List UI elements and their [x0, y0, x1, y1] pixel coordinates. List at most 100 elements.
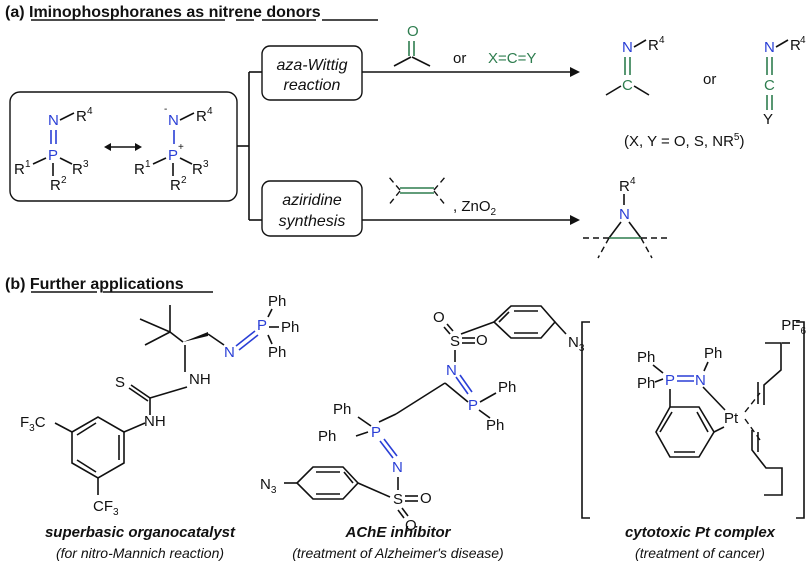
aza-wittig-box — [261, 45, 363, 101]
atom-s: S — [115, 374, 125, 391]
organocatalyst-subcaption: (for nitro-Mannich reaction) — [56, 545, 224, 561]
panel-b-header: (b) Further applications — [5, 276, 184, 293]
superscript: 4 — [87, 106, 93, 117]
aziridine-product: R 4 N — [583, 176, 667, 259]
phenyl-label: Ph — [637, 375, 655, 392]
arrow-head — [570, 215, 580, 225]
atom-nh: NH — [189, 371, 211, 388]
atom-o: O — [433, 309, 445, 326]
atom-o: O — [476, 332, 488, 349]
aza-wittig-label: aza-Wittig — [277, 57, 348, 74]
panel-a-header: (a) Iminophosphoranes as nitrene donors — [5, 4, 321, 21]
atom-r2: R — [50, 177, 61, 194]
superscript: 2 — [61, 175, 67, 186]
aziridine-box — [261, 180, 363, 237]
atom-r1: R — [14, 161, 25, 178]
atom-n: N — [619, 206, 630, 223]
iminophosphorane-structure: N R 4 P R 1 R 2 R 3 — [14, 106, 93, 194]
pt-complex-subcaption: (treatment of cancer) — [635, 545, 765, 561]
atom-p: P — [168, 147, 178, 164]
phenyl-label: Ph — [318, 428, 336, 445]
atom-o: O — [420, 490, 432, 507]
atom-n: N — [48, 112, 59, 129]
atom-n: N — [446, 362, 457, 379]
atom-n: N — [392, 459, 403, 476]
carbonyl-reagent: O — [393, 23, 431, 67]
reaction-label: reaction — [284, 77, 341, 94]
azide-bottom: N3 — [260, 476, 277, 496]
atom-c: C — [622, 77, 633, 94]
cf3-bottom: CF3 — [93, 498, 119, 518]
ache-inhibitor-structure: O S O N3 N P Ph Ph P Ph Ph — [260, 305, 585, 534]
arrow-head — [570, 67, 580, 77]
phenyl-label: Ph — [498, 379, 516, 396]
atom-p: P — [48, 147, 58, 164]
superscript: 1 — [145, 159, 151, 170]
cf3-left: F3C — [20, 414, 46, 434]
superscript: 3 — [203, 159, 209, 170]
charge-plus: + — [178, 142, 184, 153]
aziridine-label: aziridine — [282, 192, 342, 209]
atom-n: N — [168, 112, 179, 129]
atom-n: N — [622, 39, 633, 56]
ache-subcaption: (treatment of Alzheimer's disease) — [292, 545, 503, 561]
phenyl-label: Ph — [704, 345, 722, 362]
charge-minus: - — [164, 104, 167, 115]
atom-n: N — [764, 39, 775, 56]
atom-r4: R — [619, 178, 630, 195]
atom-r3: R — [192, 161, 203, 178]
atom-y: Y — [763, 111, 773, 128]
branch-bracket — [237, 71, 262, 221]
atom-r4: R — [648, 37, 659, 54]
alkene-reagent — [387, 175, 447, 207]
atom-p: P — [665, 372, 675, 389]
atom-s: S — [450, 333, 460, 350]
superscript: 2 — [181, 175, 187, 186]
phenyl-label: Ph — [268, 344, 286, 361]
or-label: or — [703, 71, 716, 88]
atom-o: O — [407, 23, 419, 40]
atom-p: P — [257, 317, 267, 334]
atom-r4: R — [196, 108, 207, 125]
atom-n: N — [695, 372, 706, 389]
superscript: 4 — [207, 106, 213, 117]
organocatalyst-structure: NH N P Ph Ph Ph S NH F3C CF3 — [20, 293, 299, 518]
substituent-note: (X, Y = O, S, NR5) — [624, 132, 744, 150]
atom-c: C — [764, 77, 775, 94]
atom-r2: R — [170, 177, 181, 194]
resonance-arrow — [104, 143, 142, 151]
counterion-pf6: PF6 — [781, 317, 806, 337]
atom-p: P — [468, 397, 478, 414]
superscript: 1 — [25, 159, 31, 170]
atom-r1: R — [134, 161, 145, 178]
pt-complex-structure: PF6 Ph Ph P N Ph Pt — [581, 317, 806, 519]
atom-s: S — [393, 491, 403, 508]
imine-product: N R 4 C — [605, 35, 665, 96]
phenyl-label: Ph — [281, 319, 299, 336]
atom-p: P — [371, 424, 381, 441]
atom-r3: R — [72, 161, 83, 178]
phenyl-label: Ph — [333, 401, 351, 418]
atom-r4: R — [76, 108, 87, 125]
atom-o: O — [405, 517, 417, 534]
synthesis-label: synthesis — [279, 213, 346, 230]
atom-pt: Pt — [724, 410, 739, 427]
superscript: 3 — [83, 159, 89, 170]
ylide-structure: - N R 4 P + R 1 R 2 R 3 — [134, 104, 213, 194]
heterocumulene-product: N R 4 C Y — [763, 35, 806, 128]
or-label: or — [453, 50, 466, 67]
phenyl-label: Ph — [486, 417, 504, 434]
ache-caption: AChE inhibitor — [345, 524, 452, 541]
heterocumulene-reagent: X=C=Y — [488, 50, 536, 67]
atom-n: N — [224, 344, 235, 361]
zno2-reagent: , ZnO2 — [453, 198, 497, 218]
phenyl-label: Ph — [268, 293, 286, 310]
superscript: 4 — [630, 176, 636, 187]
organocatalyst-caption: superbasic organocatalyst — [45, 524, 236, 541]
superscript: 4 — [800, 35, 806, 46]
atom-nh: NH — [144, 413, 166, 430]
atom-r4: R — [790, 37, 801, 54]
superscript: 4 — [659, 35, 665, 46]
phenyl-label: Ph — [637, 349, 655, 366]
